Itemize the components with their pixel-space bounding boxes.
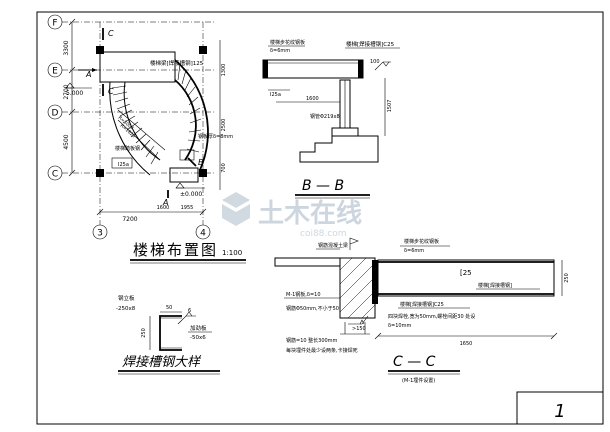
svg-text:D: D [52,109,59,119]
elevation-bottom: ±0.000 [175,182,205,198]
dim-7200: 7200 [122,216,137,223]
axis-bubble-c: C [47,165,63,181]
axis-bubble-e: E [47,62,63,78]
bb-steps [299,135,379,163]
section-mark-c-mid: C [108,87,114,96]
top-landing [99,51,176,83]
bb-thickness-label: δ=6mm [270,48,290,54]
bb-beam-label: I25a [270,92,281,98]
dim-misc-3: 1300 [221,64,227,77]
weld-detail: 钢立板 -250x8 50 250 6 加劲板 -50x6 焊接槽钢大样 [116,294,220,375]
axis-bubble-4: 4 [195,224,211,240]
plan-plate-label: 钢板厚δ=8mm [198,133,233,140]
plan-scale: 1:100 [222,249,242,257]
stair-plan: F E D C 3 4 [47,14,246,264]
wd-channel-shape [159,315,182,351]
plan-channel-low-label: 楼梯踏板钢 [115,145,140,152]
wd-dim-250: 250 [141,328,147,338]
plan-title: 楼梯布置图 [133,241,218,259]
svg-text:5.000: 5.000 [66,90,83,97]
section-mark-a-top: A [85,70,91,79]
dim-3300: 3300 [63,40,70,55]
dim-misc-5: 700 [221,163,227,173]
cc-anchor-label: 四块焊栓,宽为50mm,螺栓间距30 处设 [388,313,475,320]
cc-concrete-beam [274,257,341,267]
svg-text:±0.000: ±0.000 [180,191,202,198]
sheet-border [36,11,604,425]
cc-rebar-label: 钢筋=10 整长300mm [286,337,338,344]
column-bottom-right [199,169,207,177]
svg-text:E: E [52,67,58,77]
cc-beam-label: 钢筋混凝土梁 [318,242,348,249]
column-top-right [199,46,207,54]
cc-plate-label: 楼梯步花纹钢板 [404,238,439,245]
column-bottom-left [96,169,104,177]
wd-title: 焊接槽钢大样 [122,355,202,370]
cc-dim-150: >150 [352,326,366,332]
plan-tube-label: I25a [118,162,129,168]
cc-m1-label: M-1钢板,δ=10 [286,291,321,298]
svg-text:3: 3 [97,229,103,239]
cc-subtitle: (M-1埋件设置) [402,377,435,384]
watermark-en: coi88.com [300,229,347,239]
svg-text:F: F [52,19,57,29]
cc-dim-250: 250 [564,273,570,283]
axis-bubble-d: D [47,104,63,120]
cc-concrete-column [339,257,376,319]
wd-plate-size: -250x8 [116,306,136,312]
bb-plate-label: 楼梯步花纹钢板 [270,39,305,46]
stair-inner-arc [174,79,197,161]
cc-note-label: 每块埋件处最少设两条,卡接焊死 [286,347,358,354]
wd-stiffener-label: 加劲板 [190,324,207,332]
section-mark-c-top: C [108,29,114,38]
bb-channel-label: 楼梯[焊接槽钢]C25 [346,40,395,48]
svg-text:C: C [52,170,58,180]
cc-anchor2-label: δ=10mm [388,323,411,329]
section-mark-b: B [198,158,204,167]
bottom-landing [169,167,199,183]
cc-bolt-label: 钢筋Φ50mm,不小于50 [286,305,339,312]
cc-m1-plate [372,260,378,304]
wd-weld-size: 6 [188,308,191,314]
bb-title: B — B [302,178,344,194]
cc-dim-1650: 1650 [460,341,473,347]
wd-stiffener-size: -50x6 [190,335,206,341]
bb-tube-label: 钢管Φ219x8 [310,113,340,120]
dim-misc-4: 2500 [221,119,227,132]
dim-misc-1: 1600 [157,205,170,211]
cc-channel-top-label: 楼梯[焊接槽钢] [478,282,512,289]
dim-2700: 2700 [63,84,70,99]
wd-dim-50: 50 [166,305,172,311]
cc-channel-beam [377,259,555,297]
sheet-number: 1 [554,401,565,422]
cc-channel-value: [25 [460,269,472,277]
plan-channel-top-label: 楼梯梁[焊接槽钢]125 [150,59,204,67]
axis-bubble-3: 3 [92,224,108,240]
dim-misc-2: 1955 [181,205,194,211]
column-top-left [96,46,104,54]
section-bb: 楼梯步花纹钢板 δ=6mm 楼梯[焊接槽钢]C25 I25a 钢管Φ219x8 … [262,39,400,199]
wd-plate-label: 钢立板 [118,294,135,302]
watermark: 土木在线 coi88.com [222,192,362,239]
watermark-cn: 土木在线 [258,199,362,229]
section-cc: 钢筋混凝土梁 楼梯步花纹钢板 δ=6mm [25 楼梯[焊接槽钢] M-1钢板,… [274,237,570,384]
axis-bubble-f: F [47,14,63,30]
cc-thickness-label: δ=6mm [404,248,424,254]
stair-outer-arc [174,59,209,171]
section-mark-a-bottom: A [162,198,168,207]
bb-dim-width: 1600 [306,96,319,102]
dim-4500: 4500 [63,134,70,149]
bb-dim-height: 1507 [387,100,393,113]
svg-text:4: 4 [200,229,206,239]
bb-dim-top: 100 [370,59,380,65]
elevation-top: 5.000 [65,82,92,97]
title-block [516,391,604,425]
cc-title: C — C [393,354,436,370]
cc-weld-label: 楼梯[焊接槽钢]C25 [400,301,444,308]
watermark-logo-icon [222,192,250,226]
